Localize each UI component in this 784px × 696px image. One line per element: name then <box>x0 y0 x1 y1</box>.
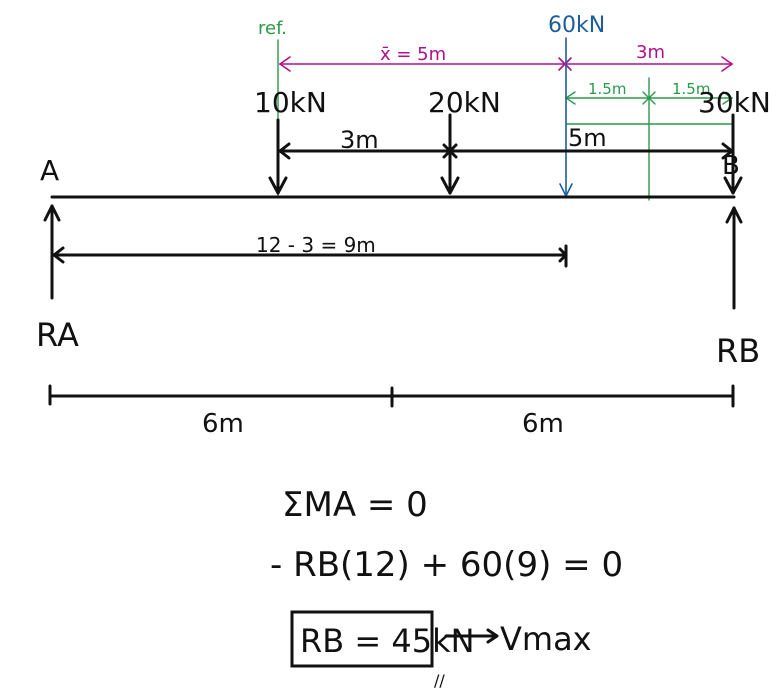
half-tick-mid <box>642 91 656 105</box>
load-20kn-label: 20kN <box>428 86 501 119</box>
between-10-20-label: 3m <box>340 126 379 154</box>
equation-sum-moments: ΣMA = 0 <box>282 485 428 525</box>
nine-m-arrow-right <box>558 244 568 268</box>
load-10kn-head <box>268 176 288 195</box>
vmax-label: Vmax <box>500 620 592 658</box>
reaction-a-head <box>43 204 61 222</box>
load-20kn-head <box>440 176 460 195</box>
spacing-tick-mid <box>442 143 458 159</box>
equation-moment-balance: - RB(12) + 60(9) = 0 <box>270 545 623 585</box>
reference-label: ref. <box>258 18 287 39</box>
vmax-arrowhead <box>486 628 499 644</box>
support-a-label: A <box>40 154 59 187</box>
span-right-label: 6m <box>522 409 564 439</box>
support-b-label: B <box>722 151 740 181</box>
result-box <box>290 610 434 668</box>
between-20-30-label: 5m <box>568 124 607 152</box>
span-left-label: 6m <box>202 409 244 439</box>
spacing-arrow-right <box>721 142 734 160</box>
xbar-tick-resultant <box>558 57 572 71</box>
reaction-b-head <box>725 206 743 224</box>
load-30kn-head <box>723 176 743 195</box>
spacing-arrow-left <box>278 142 291 160</box>
underline-mark: // <box>434 671 445 690</box>
xbar-label: x̄ = 5m <box>380 44 446 65</box>
nine-m-arrow-left <box>52 246 65 264</box>
load-10kn-label: 10kN <box>254 86 327 119</box>
xbar-arrow-left <box>278 56 291 72</box>
resultant-label: 60kN <box>548 13 605 38</box>
half-b-label: 1.5m <box>672 80 710 98</box>
a-to-resultant-label: 12 - 3 = 9m <box>256 233 376 257</box>
result-rb: RB = 45kN <box>300 622 475 660</box>
half-a-label: 1.5m <box>588 80 626 98</box>
load-30kn-label: 30kN <box>698 86 771 119</box>
reaction-b-label: RB <box>716 332 760 370</box>
three-m-arrow-right <box>721 56 734 72</box>
half-arrow-right <box>722 91 734 105</box>
right-3m-label: 3m <box>636 42 665 63</box>
reaction-a-label: RA <box>36 316 79 354</box>
